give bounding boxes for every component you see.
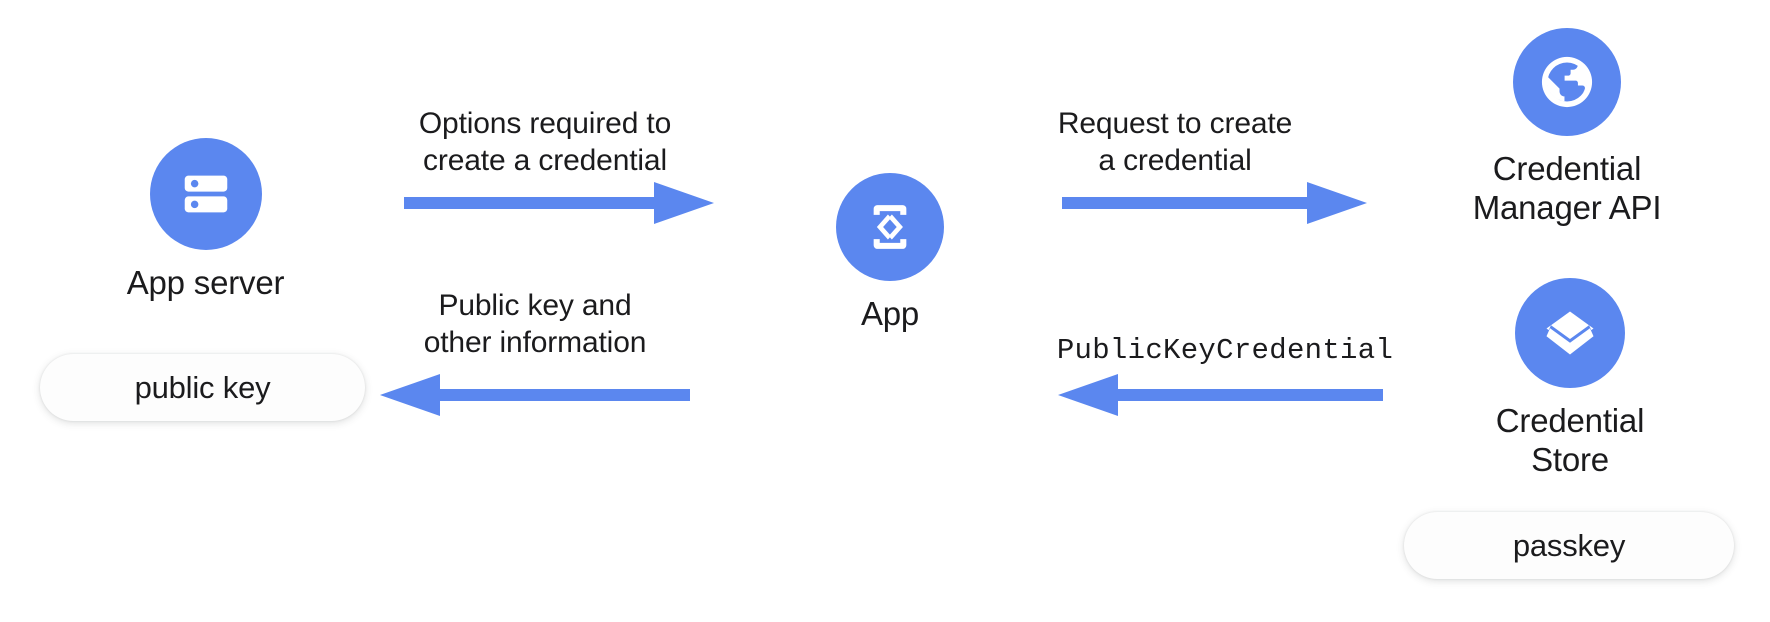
pill-passkey-label: passkey	[1512, 527, 1626, 563]
edge-label-public-key-credential: PublicKeyCredential	[1056, 334, 1394, 367]
node-app-label: App	[860, 295, 920, 332]
edge-label-request-to-create: Request to create a credential	[1057, 107, 1293, 177]
node-credential-manager-api: Credential Manager API	[1452, 28, 1682, 228]
pill-public-key-label: public key	[134, 369, 271, 405]
app-server-circle	[149, 138, 262, 250]
arrow-public-key-credential	[1058, 372, 1383, 418]
node-app-server-label: App server	[126, 264, 285, 301]
arrow-request-to-create	[1062, 180, 1367, 226]
credential-manager-api-circle	[1513, 28, 1621, 136]
app-code-device-icon	[873, 205, 907, 249]
app-circle	[836, 173, 944, 281]
globe-icon	[1541, 56, 1593, 108]
node-credential-manager-api-label: Credential Manager API	[1472, 150, 1662, 226]
arrow-public-key-and-other-information	[380, 372, 690, 418]
pill-passkey: passkey	[1404, 512, 1734, 579]
node-credential-store-label: Credential Store	[1495, 402, 1645, 478]
layers-icon	[1546, 311, 1594, 355]
pill-public-key: public key	[40, 354, 365, 421]
server-icon	[184, 175, 227, 213]
arrow-options-required	[404, 180, 714, 226]
credential-store-circle	[1515, 278, 1625, 388]
node-app: App	[806, 173, 974, 334]
edge-label-public-key-and-other-information: Public key and other information	[423, 289, 647, 359]
edge-label-options-required: Options required to create a credential	[418, 107, 672, 177]
node-app-server: App server	[108, 138, 303, 303]
node-credential-store: Credential Store	[1455, 278, 1685, 480]
